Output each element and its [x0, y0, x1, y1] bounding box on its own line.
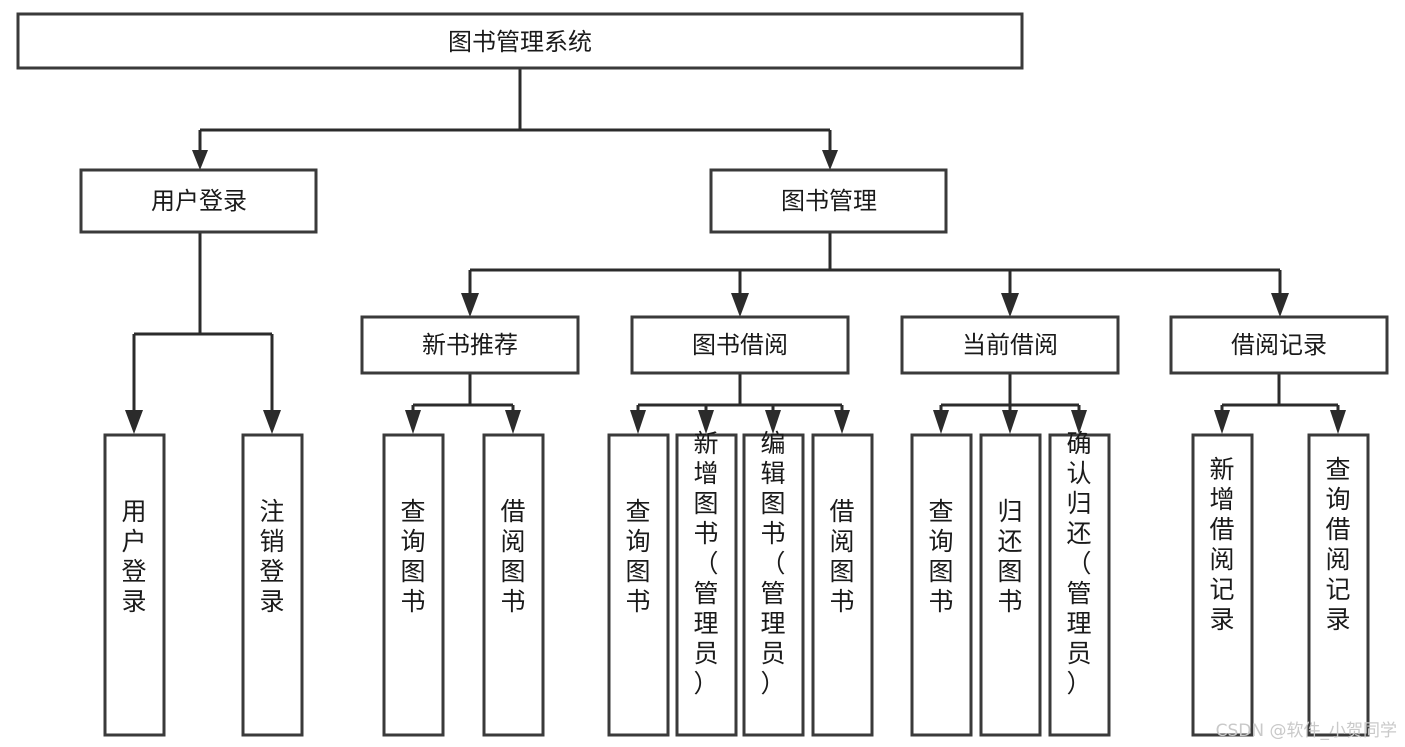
leaf-confirm-return-label: 确认归还（管理员）	[1066, 429, 1091, 698]
leaf-borrow-book-label: 借阅图书	[829, 497, 854, 616]
edges-book-borrow-to-leaves	[630, 373, 850, 434]
leaf-user-login[interactable]: 用户登录	[103, 433, 166, 737]
leaf-query-book-recommend[interactable]: 查询图书	[382, 433, 445, 737]
leaf-query-book-borrow[interactable]: 查询图书	[607, 433, 670, 737]
arrow-to-leaf-add-book	[698, 410, 714, 434]
leaf-borrow-book-recommend-label: 借阅图书	[500, 497, 525, 616]
leaf-query-book-current-label: 查询图书	[928, 497, 953, 616]
edge-borrow-record-split	[1220, 373, 1340, 414]
leaf-query-book-borrow-label: 查询图书	[625, 497, 650, 616]
leaf-add-borrow-record-box[interactable]	[1191, 433, 1254, 737]
leaf-query-book-recommend-label: 查询图书	[400, 497, 425, 616]
node-current-borrow[interactable]: 当前借阅	[900, 315, 1120, 375]
edge-root-split	[198, 68, 832, 160]
node-user-login[interactable]: 用户登录	[79, 168, 318, 234]
node-new-book-recommend-label: 新书推荐	[422, 331, 518, 359]
node-borrow-record[interactable]: 借阅记录	[1169, 315, 1389, 375]
leaf-return-book-box[interactable]	[979, 433, 1042, 737]
arrow-to-leaf-logout	[263, 410, 281, 434]
node-root[interactable]: 图书管理系统	[16, 12, 1024, 70]
leaf-query-book-recommend-box[interactable]	[382, 433, 445, 737]
node-current-borrow-label: 当前借阅	[962, 331, 1058, 359]
leaf-query-borrow-record[interactable]: 查询借阅记录	[1307, 433, 1370, 737]
node-new-book-recommend[interactable]: 新书推荐	[360, 315, 580, 375]
leaf-return-book-label: 归还图书	[997, 497, 1022, 616]
edge-book-manage-split	[468, 232, 1282, 296]
edges-user-login-to-leaves	[125, 232, 281, 434]
arrow-to-book-borrow	[731, 293, 749, 317]
node-user-login-label: 用户登录	[151, 187, 247, 215]
arrow-to-book-manage	[822, 150, 838, 170]
arrow-to-borrow-record	[1271, 293, 1289, 317]
edges-borrow-record-to-leaves	[1214, 373, 1346, 434]
leaf-add-book-box[interactable]	[675, 433, 738, 737]
leaf-query-book-current[interactable]: 查询图书	[910, 433, 973, 737]
node-book-borrow-label: 图书借阅	[692, 331, 788, 359]
edge-current-borrow-split	[939, 373, 1081, 414]
edges-new-book-recommend-to-leaves	[405, 373, 521, 434]
node-book-manage-box[interactable]	[709, 168, 948, 234]
leaf-confirm-return[interactable]: 确认归还（管理员）	[1048, 429, 1111, 737]
arrow-to-current-borrow	[1001, 293, 1019, 317]
arrow-to-leaf-edit-book	[765, 410, 781, 434]
leaf-query-book-current-box[interactable]	[910, 433, 973, 737]
leaf-logout[interactable]: 注销登录	[241, 433, 304, 737]
arrow-to-leaf-query-book-1	[405, 410, 421, 434]
arrow-to-user-login	[192, 150, 208, 170]
leaf-query-book-borrow-box[interactable]	[607, 433, 670, 737]
leaf-return-book[interactable]: 归还图书	[979, 433, 1042, 737]
leaf-add-book-label: 新增图书（管理员）	[693, 429, 718, 698]
arrow-to-leaf-query-record	[1330, 410, 1346, 434]
leaf-edit-book[interactable]: 编辑图书（管理员）	[742, 429, 805, 737]
leaf-confirm-return-box[interactable]	[1048, 433, 1111, 737]
node-book-manage[interactable]: 图书管理	[709, 168, 948, 234]
arrow-to-new-book-recommend	[461, 293, 479, 317]
edge-book-borrow-split	[636, 373, 844, 414]
arrow-to-leaf-borrow-book-2	[834, 410, 850, 434]
leaf-borrow-book-box[interactable]	[811, 433, 874, 737]
leaf-borrow-book[interactable]: 借阅图书	[811, 433, 874, 737]
arrow-to-leaf-add-record	[1214, 410, 1230, 434]
leaf-logout-box[interactable]	[241, 433, 304, 737]
edges-book-manage-to-level3	[461, 232, 1289, 317]
leaf-query-borrow-record-box[interactable]	[1307, 433, 1370, 737]
arrow-to-leaf-borrow-book-1	[505, 410, 521, 434]
edges-root-to-level2	[192, 68, 838, 170]
node-root-box[interactable]	[16, 12, 1024, 70]
leaf-edit-book-box[interactable]	[742, 433, 805, 737]
arrow-to-leaf-query-book-3	[933, 410, 949, 434]
node-book-borrow[interactable]: 图书借阅	[630, 315, 850, 375]
node-new-book-recommend-box[interactable]	[360, 315, 580, 375]
arrow-to-leaf-user-login	[125, 410, 143, 434]
edges-current-borrow-to-leaves	[933, 373, 1087, 434]
leaf-add-borrow-record[interactable]: 新增借阅记录	[1191, 433, 1254, 737]
leaf-logout-label: 注销登录	[259, 497, 284, 616]
arrow-to-leaf-confirm-return	[1071, 410, 1087, 434]
leaf-user-login-box[interactable]	[103, 433, 166, 737]
leaf-borrow-book-recommend-box[interactable]	[482, 433, 545, 737]
arrow-to-leaf-query-book-2	[630, 410, 646, 434]
leaf-borrow-book-recommend[interactable]: 借阅图书	[482, 433, 545, 737]
leaf-user-login-label: 用户登录	[121, 497, 146, 616]
leaf-edit-book-label: 编辑图书（管理员）	[760, 429, 785, 698]
arrow-to-leaf-return-book	[1002, 410, 1018, 434]
node-borrow-record-box[interactable]	[1169, 315, 1389, 375]
node-borrow-record-label: 借阅记录	[1231, 331, 1327, 359]
node-user-login-box[interactable]	[79, 168, 318, 234]
leaf-add-borrow-record-label: 新增借阅记录	[1209, 455, 1234, 634]
node-book-manage-label: 图书管理	[781, 187, 877, 215]
node-root-label: 图书管理系统	[448, 28, 592, 56]
edge-new-book-split	[411, 373, 515, 414]
node-book-borrow-box[interactable]	[630, 315, 850, 375]
node-current-borrow-box[interactable]	[900, 315, 1120, 375]
leaf-add-book[interactable]: 新增图书（管理员）	[675, 429, 738, 737]
leaf-query-borrow-record-label: 查询借阅记录	[1325, 455, 1350, 634]
edge-user-login-split	[132, 232, 274, 412]
